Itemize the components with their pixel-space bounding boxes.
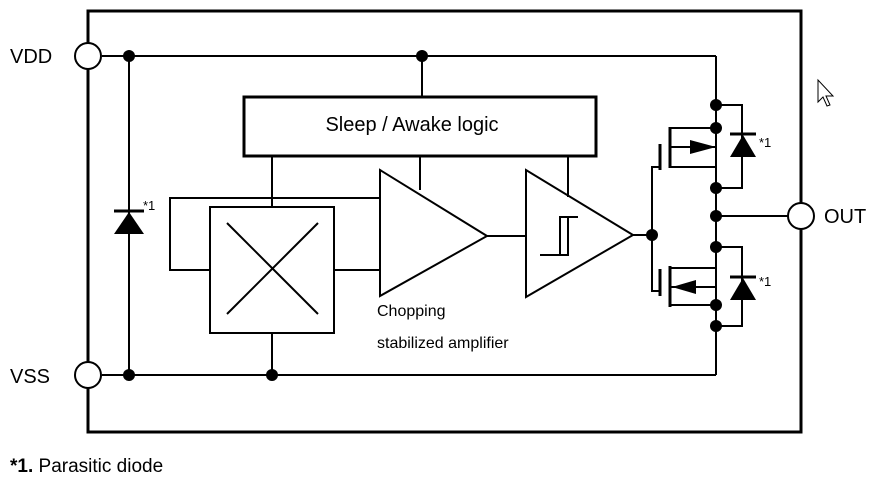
hall-element-cross-b	[226, 222, 319, 315]
vdd-label: VDD	[10, 46, 52, 68]
pmos-gate-wire	[651, 166, 660, 235]
junction-dots	[123, 50, 722, 381]
upper-diode-mark: *1	[759, 135, 771, 150]
upper-parasitic-diode	[730, 132, 756, 157]
pmos-transistor	[668, 127, 716, 168]
vss-pin	[74, 361, 102, 389]
footnote-text: Parasitic diode	[33, 456, 164, 477]
amp-input-wire-top	[169, 197, 380, 271]
mouse-cursor-icon	[817, 78, 835, 107]
nmos-transistor	[668, 266, 716, 307]
vss-label: VSS	[10, 366, 50, 388]
package-outline	[86, 9, 803, 434]
lower-diode-mark: *1	[759, 274, 771, 289]
schmitt-hysteresis-icon	[540, 216, 578, 256]
footnote-marker: *1.	[10, 456, 34, 477]
sleep-awake-logic-label: Sleep / Awake logic	[325, 114, 498, 136]
lower-parasitic-diode	[730, 275, 756, 300]
footnote: *1. Parasitic diode	[10, 456, 163, 478]
chopping-amplifier	[379, 168, 489, 298]
protection-diode	[114, 209, 144, 234]
schmitt-comparator	[525, 168, 635, 299]
vdd-pin	[74, 42, 102, 70]
out-pin	[787, 202, 815, 230]
protection-diode-mark: *1	[143, 198, 155, 213]
amplifier-label-line1: Chopping	[377, 303, 446, 320]
amplifier-label-line2: stabilized amplifier	[377, 335, 509, 352]
out-label: OUT	[824, 206, 866, 228]
nmos-gate-wire	[651, 235, 660, 292]
